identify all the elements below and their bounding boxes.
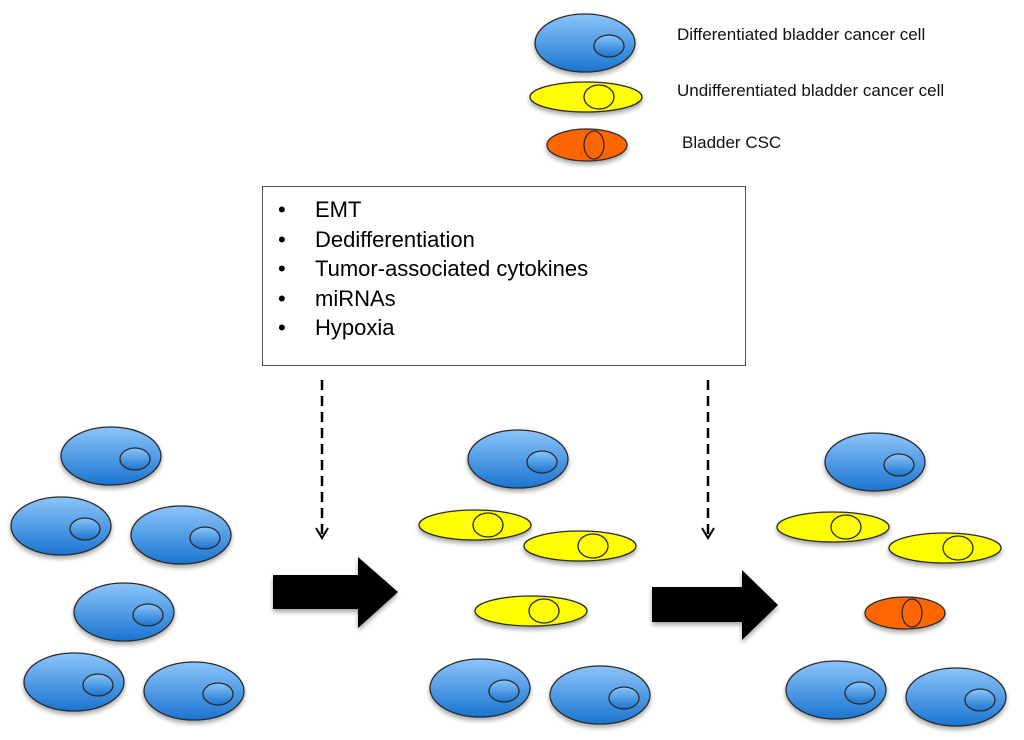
undifferentiated-cell-nucleus xyxy=(528,598,560,624)
bullet: • xyxy=(278,256,286,281)
undifferentiated-cell-nucleus xyxy=(583,84,615,110)
stage-1-differentiated-cell xyxy=(23,652,125,712)
stage-1-differentiated-cell xyxy=(60,426,162,486)
factor-label: miRNAs xyxy=(315,285,396,311)
factor-mirnas: • miRNAs xyxy=(263,284,745,314)
stage-2-differentiated-cell xyxy=(549,665,651,725)
undifferentiated-cell-nucleus xyxy=(830,514,862,540)
legend-swatch-undifferentiated xyxy=(529,81,643,113)
undifferentiated-cell-body xyxy=(529,81,643,113)
stage-3-undifferentiated-cell xyxy=(888,532,1002,564)
csc-cell-body xyxy=(546,128,628,162)
csc-cell-body xyxy=(864,596,946,630)
legend-swatch-csc xyxy=(546,128,628,162)
factor-label: Hypoxia xyxy=(315,315,395,340)
differentiated-cell-nucleus xyxy=(593,34,625,58)
differentiated-cell-nucleus xyxy=(844,681,876,705)
factor-emt: • EMT xyxy=(263,195,745,225)
block-arrow-2 xyxy=(652,570,778,640)
factor-label: Tumor-associated cytokines xyxy=(315,256,589,281)
differentiated-cell-nucleus xyxy=(189,526,221,550)
csc-cell-nucleus xyxy=(901,598,923,628)
undifferentiated-cell-body xyxy=(418,509,532,541)
undifferentiated-cell-body xyxy=(474,595,588,627)
stage-1-differentiated-cell xyxy=(130,505,232,565)
stage-3-undifferentiated-cell xyxy=(776,511,890,543)
stage-2-undifferentiated-cell xyxy=(474,595,588,627)
bullet: • xyxy=(278,285,286,311)
stage-3-differentiated-cell xyxy=(905,667,1007,727)
stage-2-differentiated-cell xyxy=(467,429,569,489)
factor-label: EMT xyxy=(315,197,362,222)
differentiated-cell-nucleus xyxy=(69,517,101,541)
differentiated-cell-nucleus xyxy=(883,453,915,477)
bullet: • xyxy=(278,197,286,222)
csc-cell-nucleus xyxy=(583,130,605,160)
legend-label-differentiated: Differentiated bladder cancer cell xyxy=(677,25,926,44)
stage-1-differentiated-cell xyxy=(10,496,112,556)
legend-label-undifferentiated: Undifferentiated bladder cancer cell xyxy=(677,81,945,100)
arrows-layer xyxy=(273,380,778,640)
dashed-arrow-2 xyxy=(701,380,715,540)
factor-cytokines: • Tumor-associated cytokines xyxy=(263,254,745,284)
undifferentiated-cell-nucleus xyxy=(942,535,974,561)
factor-dedifferentiation: • Dedifferentiation xyxy=(263,225,745,255)
stage-1-differentiated-cell xyxy=(143,661,245,721)
bullet: • xyxy=(278,315,286,340)
undifferentiated-cell-body xyxy=(523,530,637,562)
differentiated-cell-nucleus xyxy=(132,603,164,627)
stage-3-differentiated-cell xyxy=(824,432,926,492)
stage-3-differentiated-cell xyxy=(785,660,887,720)
stage-1-differentiated-cell xyxy=(73,582,175,642)
undifferentiated-cell-body xyxy=(776,511,890,543)
differentiated-cell-nucleus xyxy=(82,673,114,697)
factors-list: • EMT • Dedifferentiation • Tumor-associate… xyxy=(263,195,745,343)
dashed-arrow-1 xyxy=(315,380,329,540)
factors-box: • EMT • Dedifferentiation • Tumor-associate… xyxy=(262,186,746,366)
stage-3-csc-cell xyxy=(864,596,946,630)
stage-2-differentiated-cell xyxy=(429,658,531,718)
bullet: • xyxy=(278,226,286,252)
cells-layer xyxy=(10,13,1007,727)
block-arrow-1 xyxy=(273,557,398,628)
differentiated-cell-nucleus xyxy=(202,682,234,706)
differentiated-cell-nucleus xyxy=(964,688,996,712)
differentiated-cell-nucleus xyxy=(119,447,151,471)
differentiated-cell-nucleus xyxy=(526,450,558,474)
factor-hypoxia: • Hypoxia xyxy=(263,313,745,343)
undifferentiated-cell-body xyxy=(888,532,1002,564)
undifferentiated-cell-nucleus xyxy=(577,533,609,559)
legend-swatch-differentiated xyxy=(534,13,636,73)
undifferentiated-cell-nucleus xyxy=(472,512,504,538)
differentiated-cell-nucleus xyxy=(608,686,640,710)
legend-label-csc: Bladder CSC xyxy=(682,133,782,152)
factor-label: Dedifferentiation xyxy=(315,226,475,252)
stage-2-undifferentiated-cell xyxy=(523,530,637,562)
stage-2-undifferentiated-cell xyxy=(418,509,532,541)
differentiated-cell-nucleus xyxy=(488,679,520,703)
